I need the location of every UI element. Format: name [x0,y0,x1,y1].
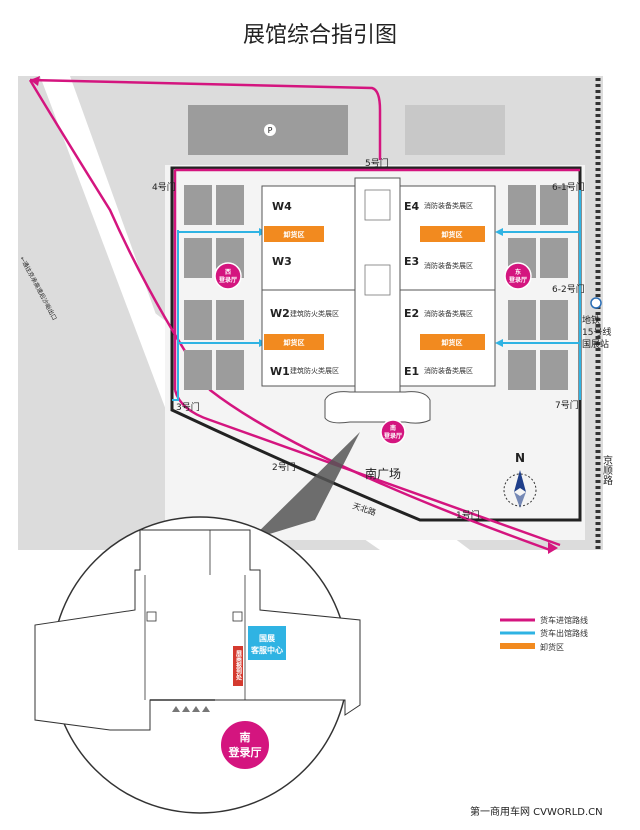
elevator-icon [146,611,157,622]
gate-6-1-label: 6-1号门 [552,181,585,193]
north-block-east [405,105,505,155]
svg-text:南: 南 [390,424,396,432]
svg-text:客服中心: 客服中心 [250,645,283,655]
hall-w2-desc: 建筑防火类展区 [290,309,339,318]
south-hall-building [324,391,431,424]
map-title: 展馆综合指引图 [243,23,397,48]
exit-arrow-e1 [495,228,503,236]
hall-e4-desc: 消防装备类展区 [424,201,473,210]
venue-boundary [170,166,582,522]
svg-text:15号线: 15号线 [582,326,611,338]
hall-e2-desc: 消防装备类展区 [424,309,473,318]
unloading-zone-e2: 卸货区 [420,334,485,350]
svg-text:卸货区: 卸货区 [284,338,305,347]
gate-4-label: 4号门 [152,181,176,193]
svg-text:卸货区: 卸货区 [540,642,564,652]
hall-e3-name: E3 [404,255,419,268]
gate-7-label: 7号门 [555,399,579,411]
subway-station: 地铁 15号线 国展站 [582,297,611,350]
svg-text:登录厅: 登录厅 [218,276,237,284]
svg-text:展商报到处: 展商报到处 [235,649,243,681]
unloading-zone-w2: 卸货区 [264,334,324,350]
svg-text:南: 南 [240,730,251,744]
svg-text:西: 西 [225,268,231,276]
unloading-zone-e: 卸货区 [420,226,485,242]
subway-icon [590,297,602,309]
svg-text:国展: 国展 [259,633,275,643]
central-corridor [354,177,401,399]
west-block [18,76,210,550]
west-parking-grid [184,185,244,390]
exit-route-east [500,190,581,400]
hall-w2-name: W2 [270,307,290,320]
east-halls [399,185,496,387]
svg-text:卸货区: 卸货区 [284,230,305,239]
west-halls [261,185,356,387]
elevator-icon [232,611,243,622]
svg-text:N: N [515,451,525,465]
unloading-zone-w: 卸货区 [264,226,324,242]
hall-w1-desc: 建筑防火类展区 [290,366,339,375]
svg-text:登录厅: 登录厅 [228,745,262,759]
south-registration-hall: 南 登录厅 [380,419,406,445]
detail-zoom-circle: 国展 客服中心 展商报到处 南 登录厅 [34,516,361,814]
south-registration-big [219,719,271,771]
svg-text:国展站: 国展站 [582,338,609,350]
gate-3-label: 3号门 [176,401,200,413]
zoom-wedge [250,432,360,540]
map-legend: 货车进馆路线 货车出馆路线 卸货区 [500,615,588,652]
service-center-box [248,626,286,660]
svg-text:地铁: 地铁 [582,314,600,326]
svg-text:货车出馆路线: 货车出馆路线 [540,628,588,638]
south-plaza-label: 南广场 [365,466,401,481]
svg-text:卸货区: 卸货区 [442,338,463,347]
svg-text:登录厅: 登录厅 [383,432,402,440]
parking-label: P [268,126,273,135]
hall-e4-name: E4 [404,200,420,213]
entry-route-inner [173,168,580,547]
gate-1-label: 1号门 [456,509,480,521]
entry-arrow-nw [30,76,40,86]
north-arrow-icon: N [503,451,537,508]
entry-arrow-se [548,542,558,554]
jingshun-road-label: 京顺路 [601,454,613,486]
watermark: 第一商用车网 CVWORLD.CN [470,805,603,818]
svg-text:登录厅: 登录厅 [508,276,527,284]
gate-6-2-label: 6-2号门 [552,283,585,295]
exit-arrow-e2 [495,339,503,347]
svg-text:卸货区: 卸货区 [442,230,463,239]
east-parking-grid [508,185,568,390]
svg-text:货车进馆路线: 货车进馆路线 [540,615,588,625]
exhibitor-service-box [233,646,243,686]
hall-w3-name: W3 [272,255,292,268]
hall-e1-name: E1 [404,365,419,378]
hall-e3-desc: 消防装备类展区 [424,261,473,270]
hall-w1-name: W1 [270,365,290,378]
parking-icon [264,124,276,136]
gate-2-label: 2号门 [272,461,296,473]
east-registration-hall: 东 登录厅 [504,262,532,290]
svg-text:东: 东 [515,268,521,276]
hall-e1-desc: 消防装备类展区 [424,366,473,375]
west-registration-hall: 西 登录厅 [214,262,242,290]
hall-e2-name: E2 [404,307,419,320]
exit-route-west [172,230,262,401]
entrance-arrows-icon [172,706,210,712]
hall-w4-name: W4 [272,200,292,213]
gate-5-label: 5号门 [365,157,389,169]
